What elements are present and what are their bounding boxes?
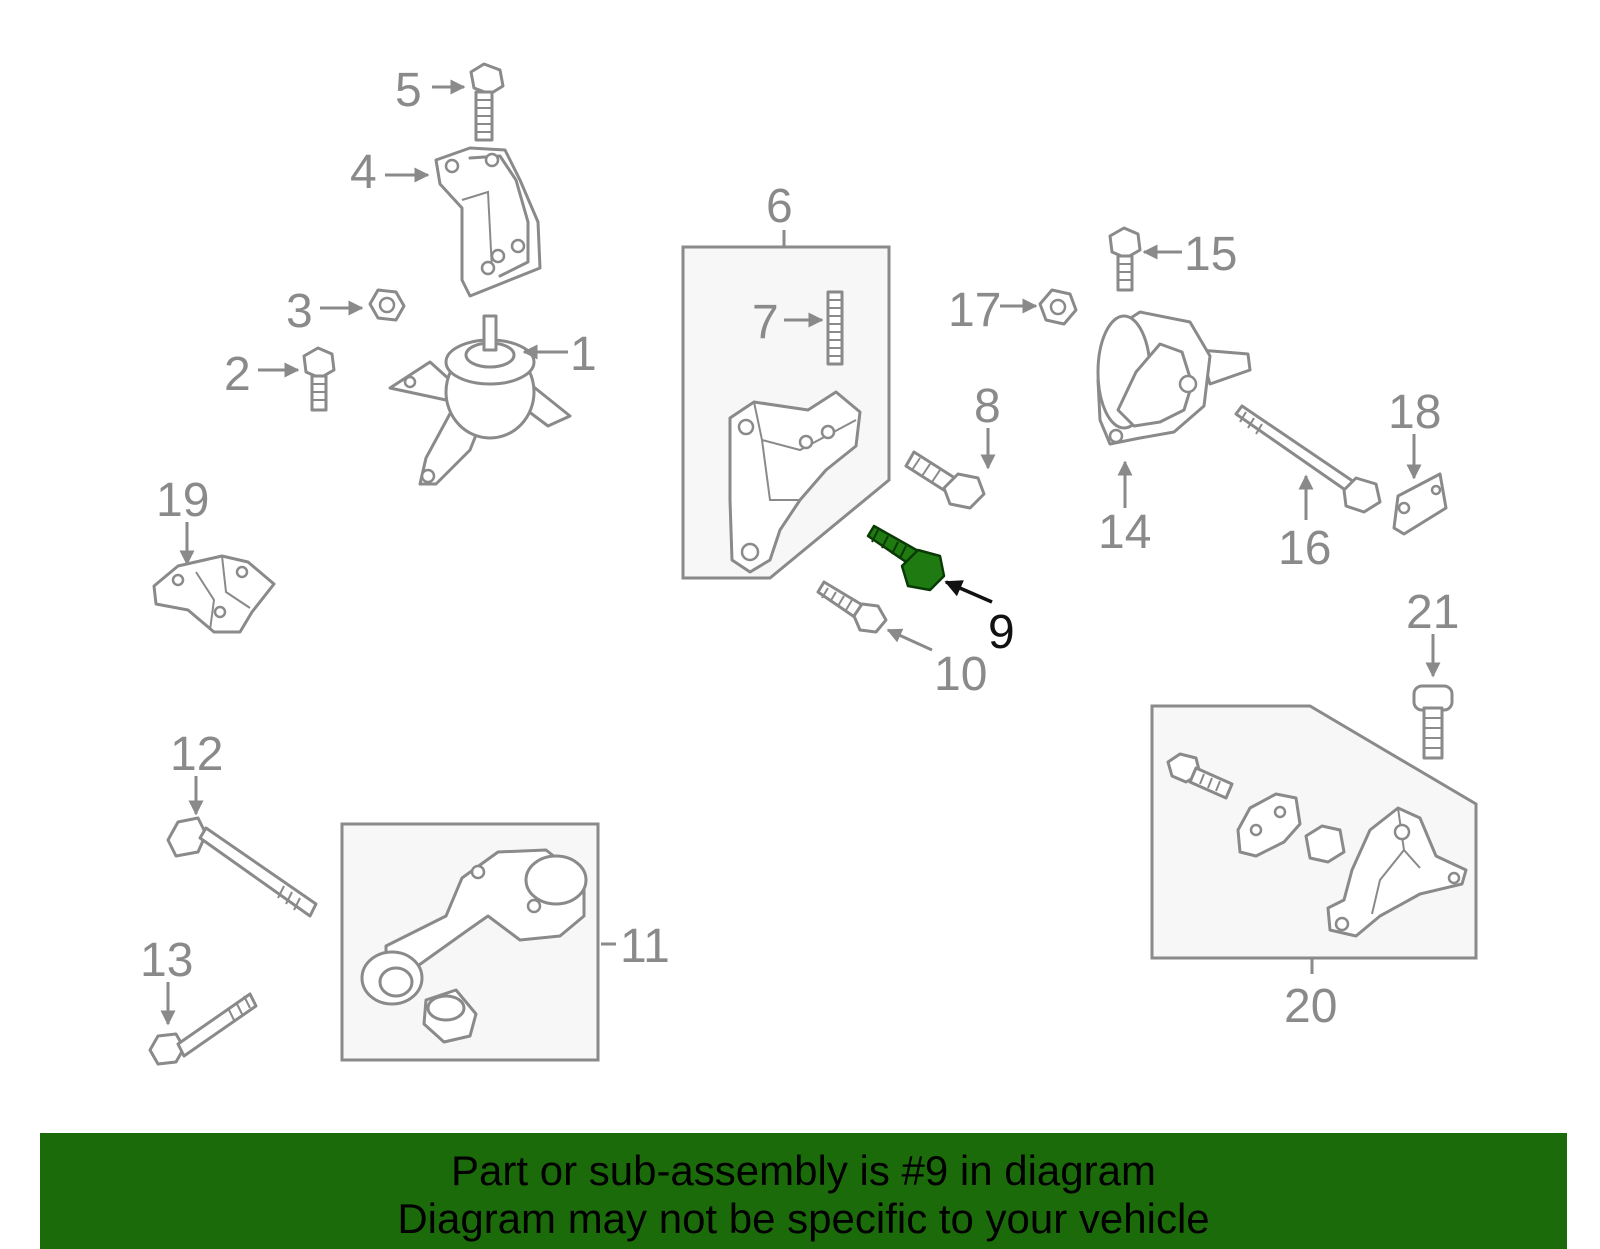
part-3-nut[interactable] <box>368 288 406 322</box>
part-1-engine-mount[interactable] <box>388 314 572 486</box>
callout-8[interactable]: 8 <box>974 380 1001 433</box>
callout-2[interactable]: 2 <box>224 348 251 401</box>
part-16-long-bolt[interactable] <box>1234 404 1382 514</box>
part-11-torque-rod-assembly[interactable] <box>340 822 600 1062</box>
callout-7[interactable]: 7 <box>752 296 779 349</box>
callout-20[interactable]: 20 <box>1284 980 1337 1033</box>
part-21-bolt[interactable] <box>1412 684 1454 760</box>
part-4-bracket[interactable] <box>434 146 542 298</box>
callout-19[interactable]: 19 <box>156 474 209 527</box>
callout-3[interactable]: 3 <box>286 285 313 338</box>
part-5-bolt[interactable] <box>469 62 505 142</box>
part-9-bolt[interactable] <box>866 524 946 592</box>
part-8-bolt[interactable] <box>904 450 986 510</box>
leader-9 <box>944 580 993 604</box>
part-2-bolt[interactable] <box>302 346 336 412</box>
part-20-mount-assembly[interactable] <box>1150 704 1478 960</box>
part-18-plate[interactable] <box>1392 472 1448 536</box>
callout-11[interactable]: 11 <box>620 920 670 973</box>
callout-10[interactable]: 10 <box>934 648 987 701</box>
callout-17[interactable]: 17 <box>948 284 1001 337</box>
callout-9[interactable]: 9 <box>988 606 1015 659</box>
part-10-bolt[interactable] <box>816 580 888 634</box>
part-13-bolt[interactable] <box>148 992 258 1066</box>
callout-16[interactable]: 16 <box>1278 522 1331 575</box>
callout-13[interactable]: 13 <box>140 934 193 987</box>
part-19-bracket[interactable] <box>152 554 276 634</box>
part-17-nut[interactable] <box>1038 288 1078 326</box>
callout-4[interactable]: 4 <box>350 146 377 199</box>
info-banner: Part or sub-assembly is #9 in diagram Di… <box>40 1133 1567 1249</box>
part-14-transmission-mount[interactable] <box>1096 310 1252 446</box>
callout-21[interactable]: 21 <box>1406 586 1459 639</box>
callout-12[interactable]: 12 <box>170 728 223 781</box>
callout-15[interactable]: 15 <box>1184 228 1237 281</box>
part-7-stud[interactable] <box>826 290 844 366</box>
callout-6[interactable]: 6 <box>766 180 793 233</box>
callout-14[interactable]: 14 <box>1098 506 1151 559</box>
part-12-long-bolt[interactable] <box>166 816 318 918</box>
banner-line-2: Diagram may not be specific to your vehi… <box>397 1195 1210 1242</box>
callout-18[interactable]: 18 <box>1388 386 1441 439</box>
banner-line-1: Part or sub-assembly is #9 in diagram <box>451 1147 1156 1194</box>
callout-1[interactable]: 1 <box>570 328 597 381</box>
callout-5[interactable]: 5 <box>395 64 422 117</box>
part-6-bracket-assembly[interactable] <box>681 245 891 580</box>
leader-10 <box>886 628 933 652</box>
part-15-bolt[interactable] <box>1108 226 1142 292</box>
